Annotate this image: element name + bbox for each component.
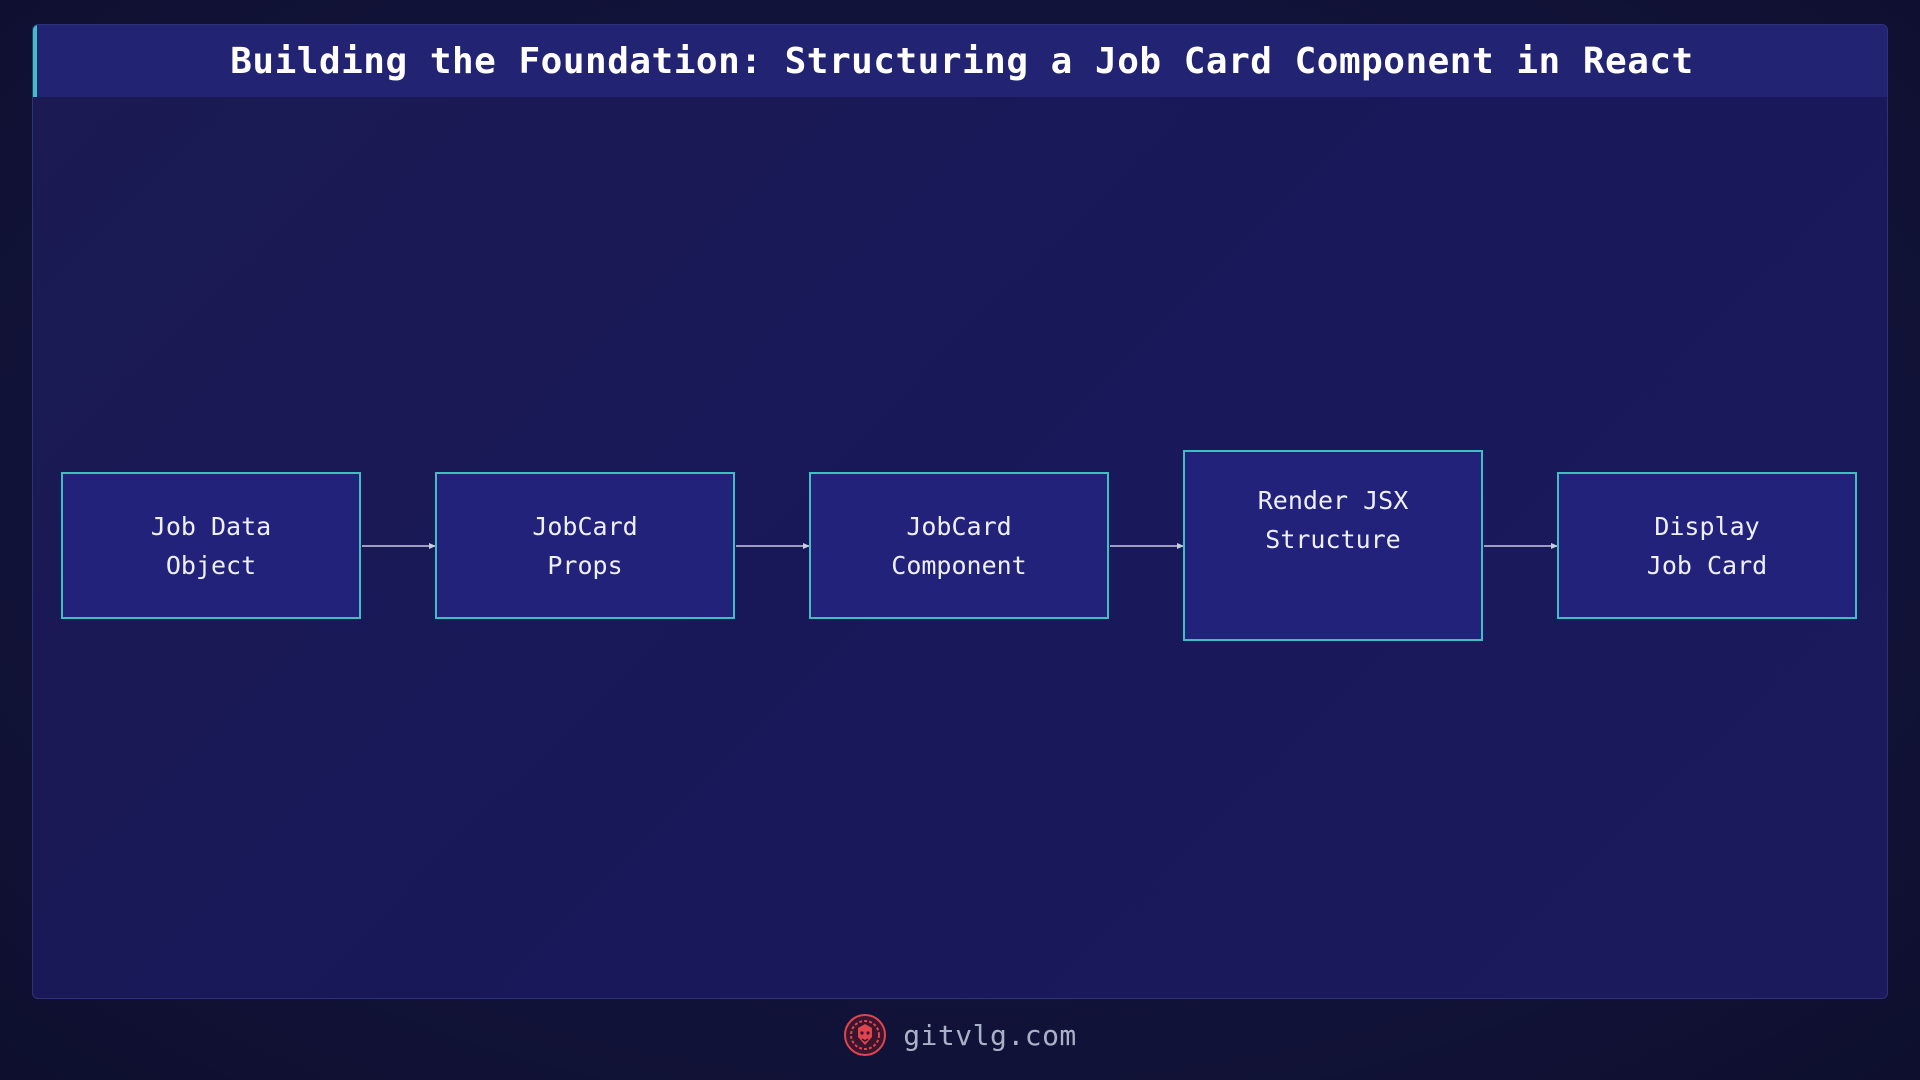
node-label-line: Render JSX (1257, 486, 1409, 515)
node-label-line: Job Card (1646, 550, 1768, 580)
node-label-line: JobCard (906, 511, 1012, 541)
node-jobcard-props: JobCard Props (435, 472, 735, 619)
node-label-line: Structure (1265, 525, 1401, 554)
site-url[interactable]: gitvlg.com (903, 1018, 1077, 1052)
node-label-line: Component (891, 550, 1027, 580)
node-display-job-card: Display Job Card (1557, 472, 1857, 619)
node-label-line: Props (547, 550, 623, 580)
diagram-title: Building the Foundation: Structuring a J… (230, 40, 1694, 82)
node-label-line: Job Data (150, 511, 272, 541)
node-label-line: JobCard (532, 511, 638, 541)
node-render-jsx-structure: Render JSX Structure (1183, 450, 1483, 641)
lion-head-logo-icon (844, 1014, 887, 1056)
node-job-data-object: Job Data Object (61, 472, 361, 619)
node-label-line: Object (165, 550, 257, 580)
title-bar: Building the Foundation: Structuring a J… (33, 25, 1887, 97)
node-label-line: Display (1654, 511, 1760, 541)
footer: gitvlg.com (0, 1010, 1920, 1060)
node-jobcard-component: JobCard Component (809, 472, 1109, 619)
